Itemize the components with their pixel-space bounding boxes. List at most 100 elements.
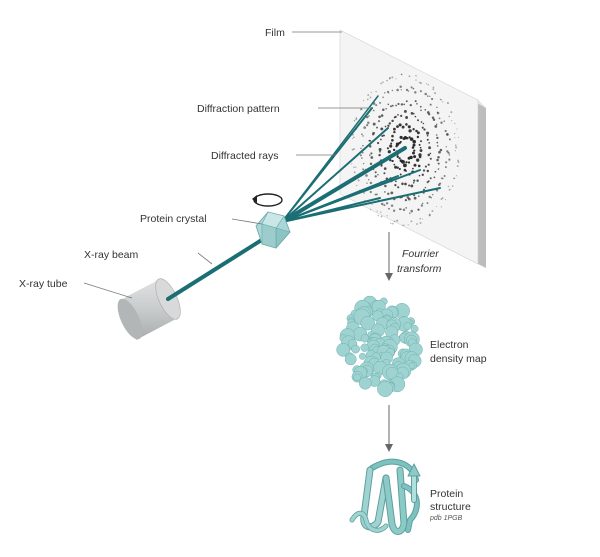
diffraction-spot	[454, 132, 456, 135]
diffraction-spot	[403, 168, 407, 172]
diffraction-spot	[418, 153, 422, 157]
diffraction-spot	[431, 210, 434, 212]
diffraction-spot	[445, 161, 448, 164]
diffraction-spot	[403, 103, 406, 106]
diffraction-spot	[419, 90, 422, 93]
diffraction-spot	[367, 94, 370, 96]
diffraction-spot	[418, 195, 420, 197]
label-protein-crystal: Protein crystal	[140, 213, 207, 225]
label-electron-density-1: Electron	[430, 339, 469, 351]
diffraction-spot	[414, 100, 417, 103]
diffraction-spot	[388, 78, 391, 80]
diffraction-spot	[400, 103, 404, 106]
diffraction-spot	[357, 179, 360, 182]
diffraction-spot	[398, 167, 401, 171]
diffraction-spot	[407, 156, 411, 160]
diffraction-spot	[382, 96, 384, 99]
diffraction-spot	[447, 151, 450, 155]
diffraction-spot	[413, 196, 417, 200]
diffraction-spot	[369, 190, 372, 194]
diffraction-spot	[403, 163, 407, 168]
diffraction-spot	[408, 136, 411, 139]
diffraction-spot	[362, 144, 364, 147]
density-blob	[351, 344, 360, 354]
diffraction-spot	[441, 197, 444, 199]
diffracted-ray	[281, 205, 351, 223]
diffraction-spot	[414, 91, 417, 94]
diffraction-spot	[380, 215, 383, 218]
diffraction-spot	[391, 76, 394, 79]
diffraction-spot	[397, 102, 400, 106]
diffraction-spot	[417, 164, 421, 168]
diffraction-spot	[395, 142, 400, 146]
diffraction-spot	[352, 148, 355, 151]
diffraction-spot	[443, 175, 446, 177]
diffraction-spot	[390, 142, 393, 145]
diffraction-spot	[407, 90, 410, 92]
diffraction-spot	[446, 150, 449, 153]
diffraction-spot	[382, 134, 385, 137]
diffraction-spot	[389, 144, 393, 148]
diffraction-spot	[380, 138, 382, 141]
diffraction-spot	[410, 86, 413, 89]
density-blob	[377, 381, 394, 397]
diffraction-spot	[397, 186, 400, 189]
diffraction-spot	[421, 218, 424, 220]
diffraction-spot	[379, 101, 381, 104]
label-fourier-transform-1: Fourrier	[402, 248, 439, 260]
diffraction-spot	[376, 210, 378, 212]
diffraction-spot	[391, 119, 394, 123]
diffraction-spot	[387, 103, 390, 106]
diffraction-spot	[372, 122, 376, 126]
diffraction-spot	[391, 89, 394, 92]
diffraction-spot	[416, 179, 419, 182]
diffraction-spot	[362, 168, 365, 171]
diffraction-spot	[419, 149, 423, 152]
diffraction-spot	[412, 182, 415, 184]
diffraction-spot	[443, 120, 446, 122]
diffraction-spot	[399, 135, 403, 139]
diffraction-spot	[365, 174, 368, 177]
diffraction-spot	[435, 205, 437, 208]
diffraction-spot	[426, 131, 430, 135]
diffraction-spot	[426, 138, 429, 141]
diffraction-spot	[403, 109, 407, 113]
diffraction-spot	[359, 108, 363, 111]
diffraction-spot	[377, 214, 379, 217]
diffraction-spot	[410, 184, 414, 188]
diffraction-spot	[399, 85, 402, 88]
diffraction-spot	[433, 176, 436, 179]
diffraction-spot	[403, 224, 405, 226]
diffraction-spot	[383, 167, 387, 170]
diffraction-spot	[390, 105, 392, 108]
diffraction-spot	[393, 163, 396, 166]
diffraction-spot	[381, 135, 384, 137]
diffraction-spot	[384, 184, 387, 188]
diffraction-spot	[413, 163, 417, 167]
diffraction-spot	[430, 197, 433, 199]
diffraction-spot	[446, 133, 449, 136]
diffracted-rays	[280, 95, 441, 224]
diffraction-spot	[387, 192, 390, 195]
diffraction-spot	[446, 102, 449, 105]
diffraction-spot	[378, 153, 381, 157]
diffraction-spot	[399, 173, 402, 176]
diffraction-spot	[437, 168, 440, 170]
diffraction-spot	[431, 193, 434, 196]
diffraction-spot	[366, 123, 369, 127]
diffraction-spot	[428, 195, 431, 199]
diffraction-spot	[436, 145, 439, 147]
diffraction-spot	[409, 137, 414, 141]
label-protein-structure-2: structure	[430, 501, 471, 513]
diffraction-spot	[393, 127, 396, 131]
diffraction-spot	[378, 148, 382, 151]
diffraction-spot	[448, 154, 451, 156]
diffraction-spot	[428, 146, 432, 150]
diffraction-spot	[444, 166, 447, 169]
diffraction-spot	[370, 152, 373, 155]
diffraction-spot	[374, 171, 377, 174]
diffraction-spot	[408, 75, 410, 77]
diffraction-spot	[369, 181, 373, 185]
diffraction-spot	[368, 115, 370, 117]
diffraction-spot	[434, 124, 438, 128]
